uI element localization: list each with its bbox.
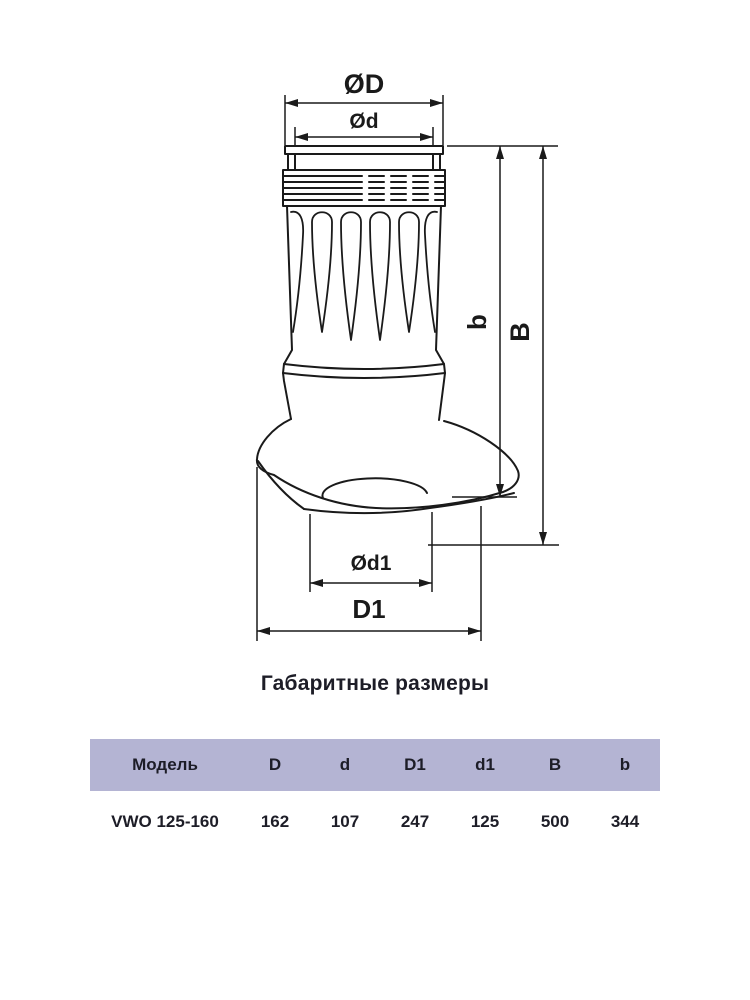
col-header-d1: d1 (450, 739, 520, 791)
skirt-outline (255, 418, 520, 510)
col-header-d: d (310, 739, 380, 791)
dim-label-top-outer-diameter: ØD (344, 69, 385, 99)
cell-value-B: 500 (520, 791, 590, 853)
dimension-annotations: ØD Ød b B Ød1 D1 (256, 69, 559, 641)
vent-drawing: ØD Ød b B Ød1 D1 (255, 69, 559, 641)
cell-value-D1: 247 (380, 791, 450, 853)
cell-value-D: 162 (240, 791, 310, 853)
dim-label-base-outer-diameter: D1 (352, 594, 385, 624)
dim-label-top-inner-diameter: Ød (349, 110, 378, 133)
cell-value-d1: 125 (450, 791, 520, 853)
skirt-lip (303, 492, 515, 514)
table-row: VWO 125-160 162 107 247 125 500 344 (90, 791, 660, 853)
col-header-model: Модель (90, 739, 240, 791)
band-slots (346, 175, 446, 201)
dimensions-table: Модель D d D1 d1 B b VWO 125-160 162 107… (90, 739, 660, 853)
col-header-D1: D1 (380, 739, 450, 791)
dim-label-height-b: b (462, 314, 492, 330)
dim-label-base-inner-diameter: Ød1 (351, 552, 392, 575)
table-header-row: Модель D d D1 d1 B b (90, 739, 660, 791)
cell-model: VWO 125-160 (90, 791, 240, 853)
vent-body (255, 145, 520, 514)
skirt-crease (257, 460, 305, 510)
col-header-B: B (520, 739, 590, 791)
cell-value-d: 107 (310, 791, 380, 853)
col-header-D: D (240, 739, 310, 791)
cell-value-b: 344 (590, 791, 660, 853)
col-header-b: b (590, 739, 660, 791)
drawing-caption: Габаритные размеры (260, 672, 490, 695)
cap-rim (284, 145, 444, 155)
dim-label-height-total: B (505, 322, 535, 342)
tube-slots (290, 210, 438, 341)
base-opening (321, 477, 428, 499)
